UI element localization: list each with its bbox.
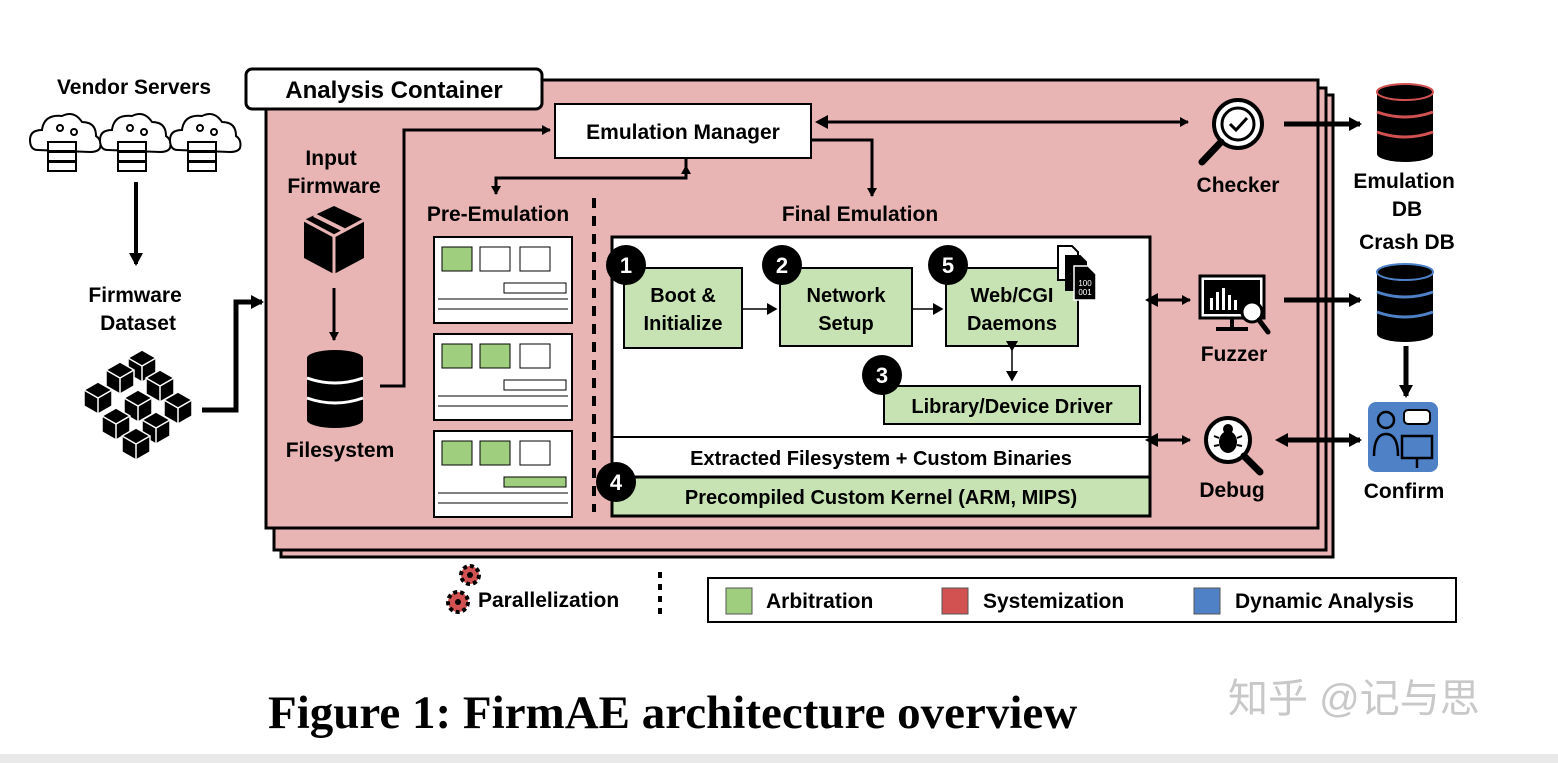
extracted-filesystem-label: Extracted Filesystem + Custom Binaries [690,448,1072,470]
svg-text:3: 3 [876,363,888,388]
legend-label-dynamic-analysis: Dynamic Analysis [1235,590,1414,613]
legend-label-arbitration: Arbitration [766,590,873,613]
checker-label: Checker [1197,174,1280,197]
input-firmware-label: Input Firmware [287,147,380,198]
pre-emulation-label: Pre-Emulation [427,203,569,226]
crash-db-icon [1376,263,1434,342]
svg-text:1: 1 [620,253,632,278]
vendor-servers-icon [28,113,242,172]
step-badge-1: 1 [606,245,646,285]
filesystem-to-manager-arrow [380,125,551,388]
debug-label: Debug [1199,479,1264,502]
svg-text:Emulation Manager: Emulation Manager [586,121,780,144]
filesystem-label: Filesystem [286,439,395,462]
kernel-box [610,475,1152,518]
pre-emulation-thumbnails [433,236,573,518]
legend-swatch-dynamic-analysis [1193,587,1221,615]
crash-db-label: Crash DB [1359,231,1455,254]
bottom-strip [0,754,1558,763]
legend-label-systemization: Systemization [983,590,1124,613]
emulation-manager: Emulation Manager [554,103,812,159]
dataset-to-container-arrow [202,295,264,413]
confirm-label: Confirm [1364,480,1445,503]
confirm-icon [1368,402,1438,472]
vendor-servers-label: Vendor Servers [57,76,211,99]
parallelization-gear-icon [446,564,481,614]
fuzzer-icon [1198,274,1271,335]
legend-swatch-systemization [941,587,969,615]
step-badge-4: 4 [596,462,636,502]
checker-icon [1198,98,1264,166]
final-emulation-label: Final Emulation [782,203,938,226]
boot-initialize-box: Boot &Initialize [623,267,743,349]
parallelization-label: Parallelization [478,589,619,612]
library-driver-box: Library/Device Driver [883,385,1141,425]
binary-files-icon: 100 001 [1057,245,1097,301]
library-label: Library/Device Driver [911,396,1112,418]
emulation-db-icon [1376,83,1434,162]
fuzzer-label: Fuzzer [1201,343,1268,366]
firmware-dataset-icon [83,349,193,461]
legend-swatch-arbitration [725,587,753,615]
step-badge-2: 2 [762,245,802,285]
firmware-dataset-label: Firmware Dataset [88,284,187,335]
svg-text:2: 2 [776,253,788,278]
container-title: Analysis Container [285,77,502,104]
firmware-box-icon [303,206,365,274]
step-badge-3: 3 [862,355,902,395]
debug-icon [1204,416,1264,476]
svg-text:100: 100 [1078,279,1092,288]
legend-box: Arbitration Systemization Dynamic Analys… [707,577,1457,623]
manager-to-final-arrow [811,138,877,197]
container-title-tab: Analysis Container [244,67,544,111]
emulation-db-label: Emulation DB [1353,170,1460,221]
kernel-label: Precompiled Custom Kernel (ARM, MIPS) [685,487,1077,509]
boot-label: Boot &Initialize [644,285,723,335]
svg-text:001: 001 [1078,288,1092,297]
svg-text:5: 5 [942,253,954,278]
svg-text:4: 4 [610,470,623,495]
watermark: 知乎 @记与思 [1228,677,1480,721]
figure-caption: Figure 1: FirmAE architecture overview [268,687,1077,739]
step-badge-5: 5 [928,245,968,285]
filesystem-db-icon [306,350,364,428]
